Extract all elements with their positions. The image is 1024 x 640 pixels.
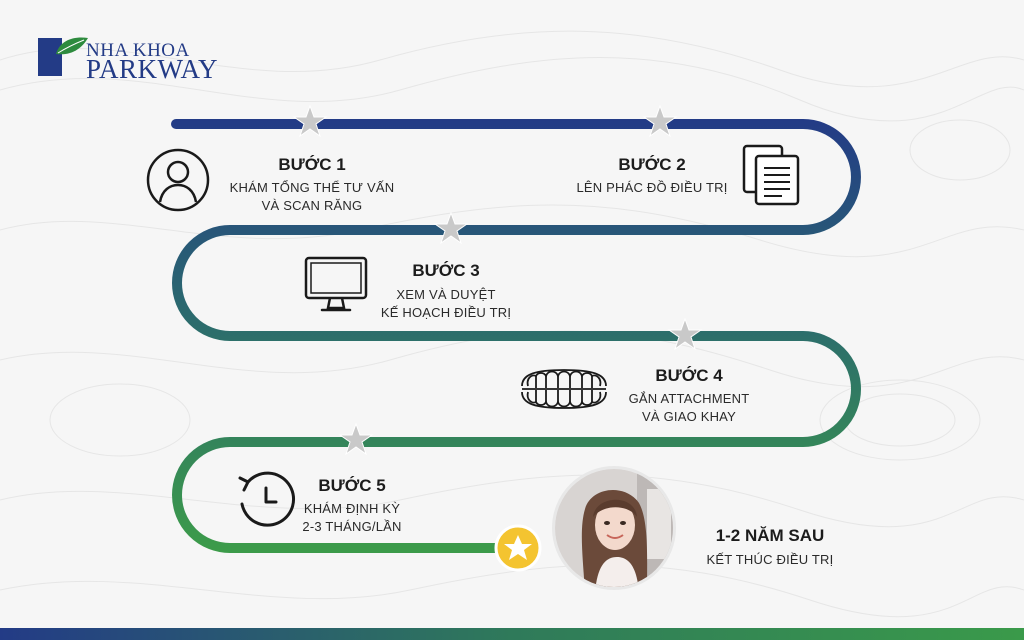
star-badge-icon: [494, 524, 542, 572]
leaf-icon: [56, 37, 88, 55]
patient-portrait-image: [555, 469, 673, 587]
final-desc: KẾT THÚC ĐIỀU TRỊ: [706, 552, 834, 567]
logo-square: [38, 38, 62, 76]
monitor-icon: [304, 256, 368, 312]
path-star-icon: [292, 104, 328, 138]
path-line: [171, 119, 861, 553]
brand-line1: NHA KHOA: [86, 40, 190, 61]
step-2-title: BƯỚC 2: [618, 155, 686, 174]
step-5-desc: KHÁM ĐỊNH KỲ 2-3 THÁNG/LẦN: [302, 500, 401, 536]
step-1-desc-line1: KHÁM TỔNG THỂ TƯ VẤN: [229, 180, 395, 195]
brand-logo: NHA KHOA PARKWAY: [38, 36, 238, 84]
step-5-desc-line1: KHÁM ĐỊNH KỲ: [303, 501, 401, 516]
step-1-desc: KHÁM TỔNG THỂ TƯ VẤN VÀ SCAN RĂNG: [230, 179, 395, 215]
step-4-desc: GẮN ATTACHMENT VÀ GIAO KHAY: [629, 390, 750, 426]
step-2-desc-line1: LÊN PHÁC ĐỒ ĐIỀU TRỊ: [576, 180, 728, 195]
path-star-icon: [433, 211, 469, 245]
final-title: 1-2 NĂM SAU: [715, 526, 825, 545]
step-2-desc: LÊN PHÁC ĐỒ ĐIỀU TRỊ: [576, 179, 727, 197]
brand-line2: PARKWAY: [86, 54, 219, 84]
step-4-desc-line2: VÀ GIAO KHAY: [642, 409, 736, 424]
step-4-title: BƯỚC 4: [655, 366, 723, 385]
footer-bar: [0, 628, 1024, 640]
teeth-icon: [521, 369, 607, 409]
document-icon: [742, 144, 800, 206]
step-3-desc-line1: XEM VÀ DUYỆT: [396, 287, 496, 302]
step-1-desc-line2: VÀ SCAN RĂNG: [261, 198, 363, 213]
step-4-desc-line1: GẮN ATTACHMENT: [628, 391, 750, 406]
path-star-icon: [667, 317, 703, 351]
step-5-desc-line2: 2-3 THÁNG/LẦN: [302, 519, 402, 534]
path-star-icon: [338, 422, 374, 456]
path-star-icon: [642, 104, 678, 138]
clock-icon: [238, 471, 296, 527]
patient-photo: [552, 466, 676, 590]
step-5-title: BƯỚC 5: [318, 476, 386, 495]
step-3-desc: XEM VÀ DUYỆT KẾ HOẠCH ĐIỀU TRỊ: [381, 286, 511, 322]
step-3-desc-line2: KẾ HOẠCH ĐIỀU TRỊ: [380, 305, 512, 320]
step-1-title: BƯỚC 1: [278, 155, 346, 174]
step-3-title: BƯỚC 3: [412, 261, 480, 280]
user-icon: [146, 148, 210, 212]
